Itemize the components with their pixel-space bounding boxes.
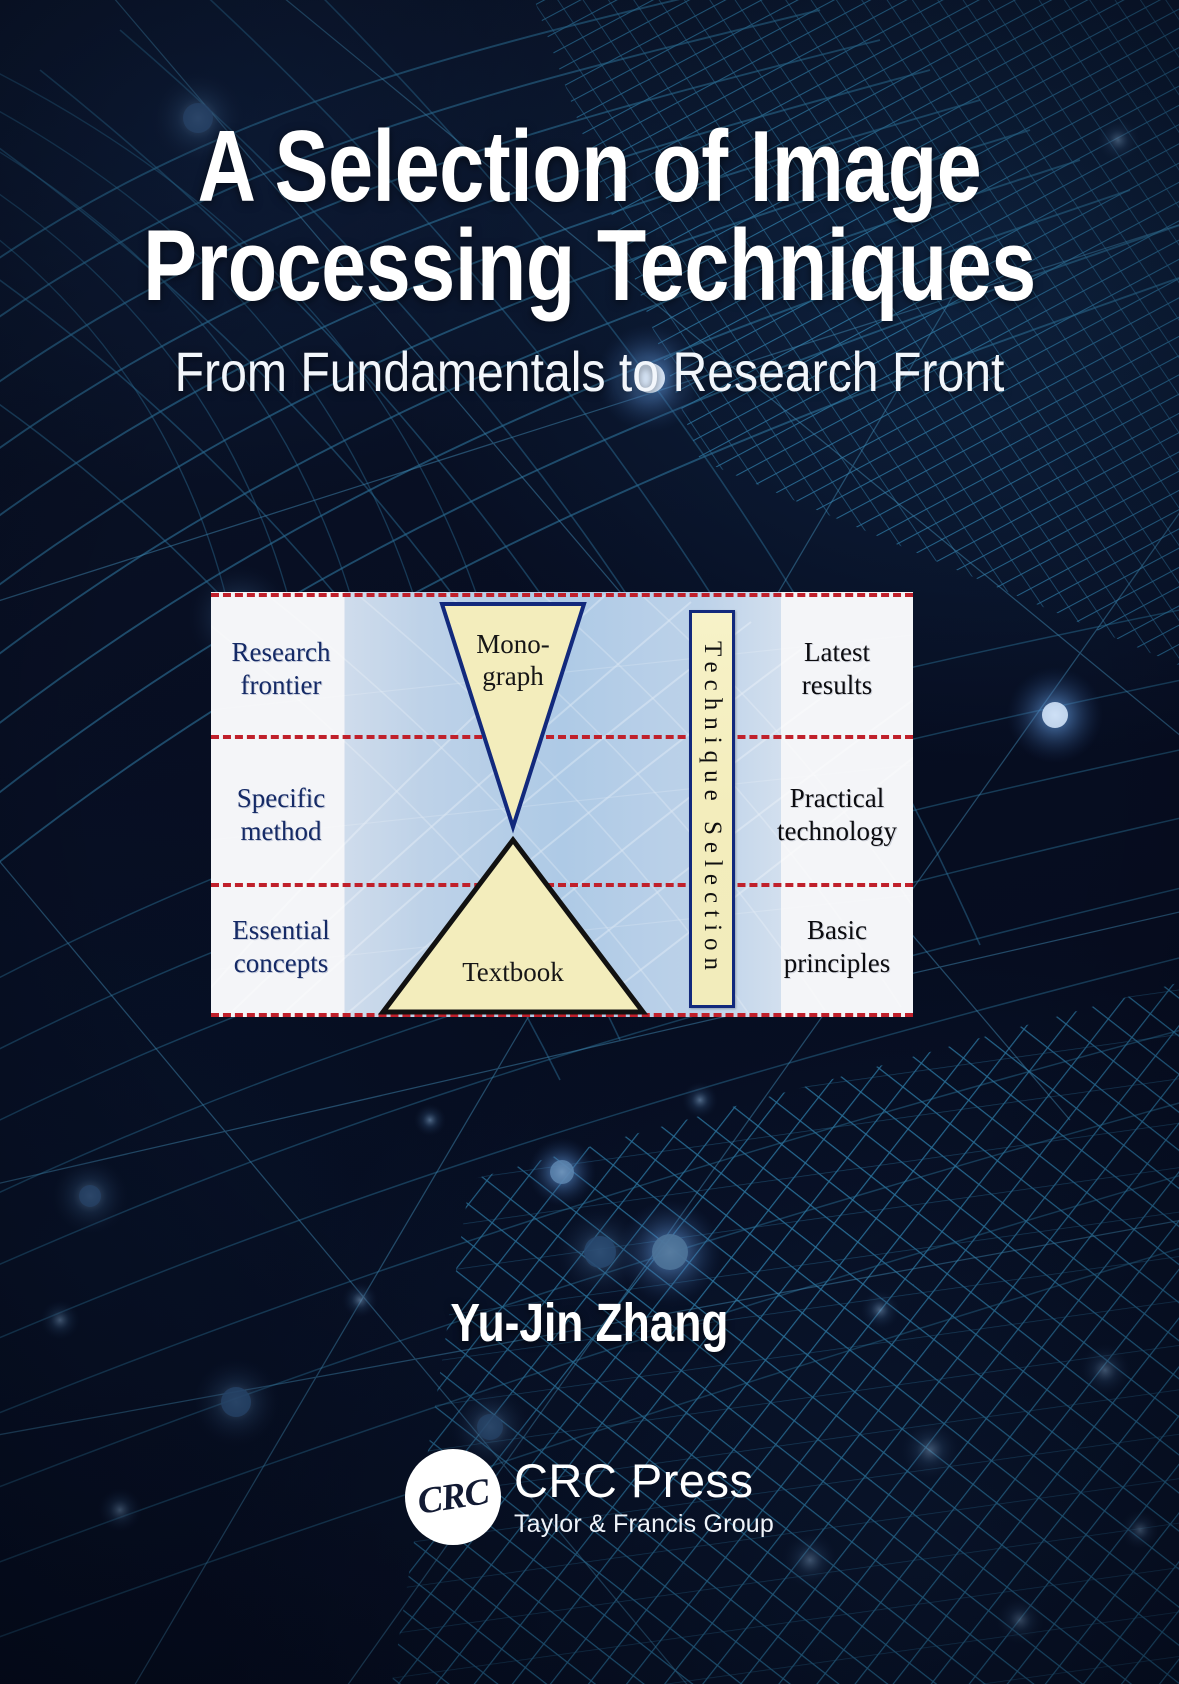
publisher-name: CRC Press	[513, 1454, 754, 1507]
technique-selection-box: Technique Selection	[689, 610, 735, 1008]
monograph-label: Mono- graph	[476, 629, 550, 692]
cover-diagram: Mono- graph Textbook Technique Selection…	[211, 592, 913, 1017]
title-line-1: A Selection of Image	[197, 111, 982, 223]
title-line-2: Processing Techniques	[143, 210, 1036, 323]
publisher-imprint: Taylor & Francis Group	[513, 1510, 775, 1538]
crc-roundel-icon: CRC	[404, 1449, 501, 1545]
publisher-logo: CRC CRC Press Taylor & Francis Group	[0, 1449, 1179, 1545]
technique-selection-label: Technique Selection	[699, 640, 726, 978]
author-name: Yu-Jin Zhang	[450, 1293, 729, 1353]
title-block: A Selection of Image Processing Techniqu…	[0, 111, 1179, 403]
subtitle: From Fundamentals to Research Front	[174, 339, 1005, 403]
textbook-label: Textbook	[462, 957, 564, 987]
